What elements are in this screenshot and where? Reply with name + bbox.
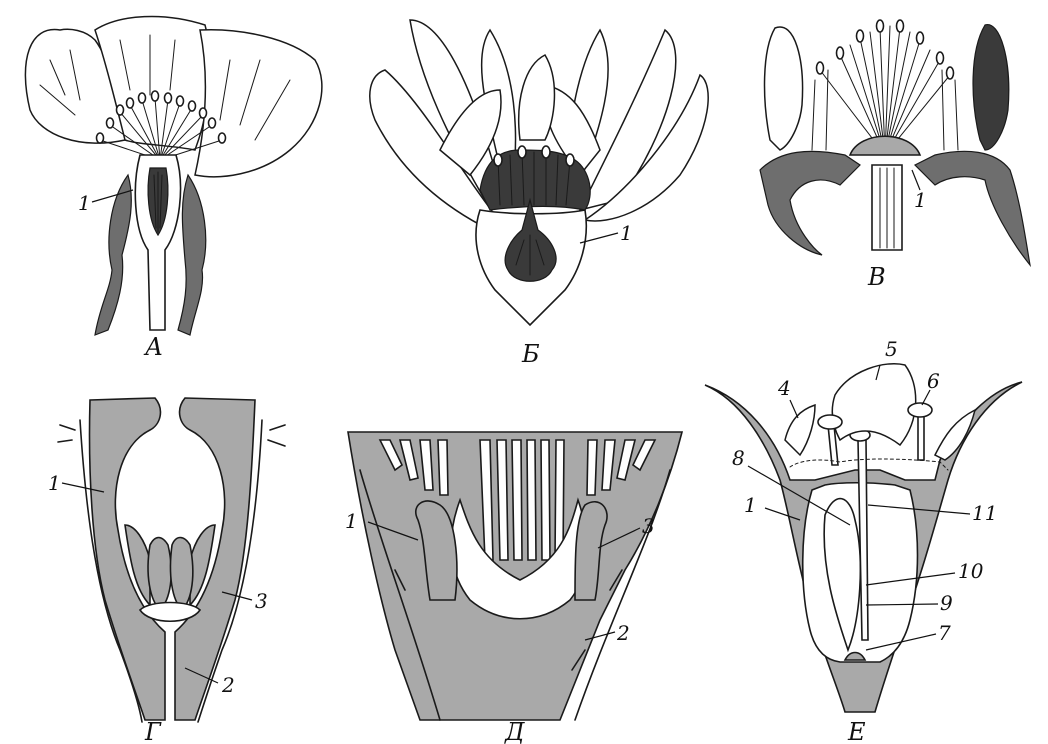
panel-d-letter: Д: [504, 718, 525, 744]
panel-g-label-3: 3: [255, 589, 268, 613]
panel-g-label-2: 2: [221, 673, 235, 697]
panel-a-flower: [25, 16, 321, 335]
panel-d-label-2: 2: [616, 621, 630, 645]
panel-e-letter: Е: [847, 718, 866, 744]
panel-g-letter: Г: [144, 718, 162, 744]
panel-e-section: [705, 364, 1022, 712]
panel-b-label-1: 1: [620, 221, 633, 245]
panel-v-letter: В: [867, 263, 886, 291]
panel-e-label-5: 5: [885, 337, 898, 361]
panel-d-section: [348, 432, 682, 720]
panel-a-letter: А: [143, 333, 163, 361]
panel-e-label-1: 1: [744, 493, 757, 517]
panel-e-label-9: 9: [940, 591, 953, 615]
panel-b-letter: Б: [521, 340, 540, 368]
panel-v-flower: [760, 20, 1030, 265]
panel-g-section: [58, 398, 285, 722]
panel-e-label-4: 4: [777, 376, 791, 400]
panel-d-label-1: 1: [345, 509, 358, 533]
panel-b-stamens: [480, 146, 590, 210]
panel-v-stamens: [812, 20, 958, 155]
panel-e-label-8: 8: [732, 446, 745, 470]
panel-e-label-11: 11: [972, 501, 997, 525]
panel-v-label-1: 1: [914, 188, 927, 212]
panel-d-label-3: 3: [642, 514, 655, 538]
panel-e-label-6: 6: [927, 369, 940, 393]
panel-e-label-10: 10: [958, 559, 984, 583]
panel-e-label-7: 7: [938, 621, 951, 645]
panel-g-label-1: 1: [48, 471, 61, 495]
panel-b-flower: [370, 20, 708, 325]
panel-a-label-1: 1: [78, 191, 91, 215]
